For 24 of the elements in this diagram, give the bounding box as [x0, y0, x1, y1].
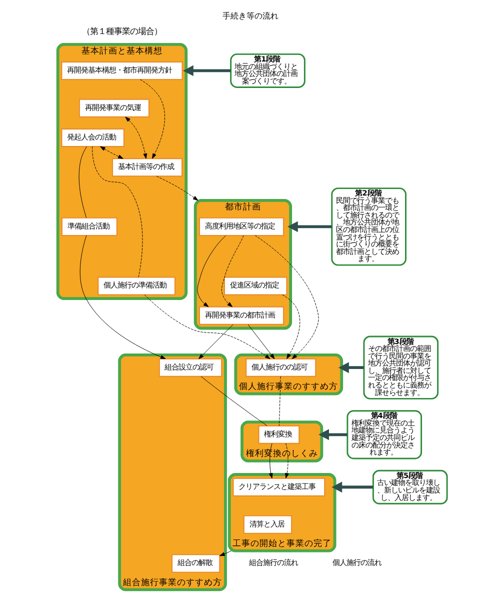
arrow — [286, 221, 332, 232]
arrow — [198, 324, 233, 360]
arrow — [79, 235, 166, 360]
arrow — [338, 362, 364, 374]
connector — [92, 146, 142, 278]
connector — [200, 376, 267, 426]
connector — [278, 376, 280, 426]
arrow — [284, 443, 288, 478]
arrow — [156, 176, 198, 201]
arrow — [247, 324, 274, 360]
arrow — [268, 443, 272, 478]
arrow — [218, 550, 232, 556]
arrow — [196, 235, 226, 308]
connector — [78, 146, 86, 218]
arrow — [182, 65, 230, 76]
label: （第１種事業の場合） — [81, 26, 162, 36]
arrow — [99, 146, 123, 159]
arrow — [139, 79, 164, 159]
arrow — [144, 294, 270, 360]
arrow — [331, 482, 373, 493]
arrow — [124, 116, 147, 159]
arrow — [254, 235, 318, 360]
arrow — [220, 235, 244, 308]
arrow — [318, 429, 347, 440]
